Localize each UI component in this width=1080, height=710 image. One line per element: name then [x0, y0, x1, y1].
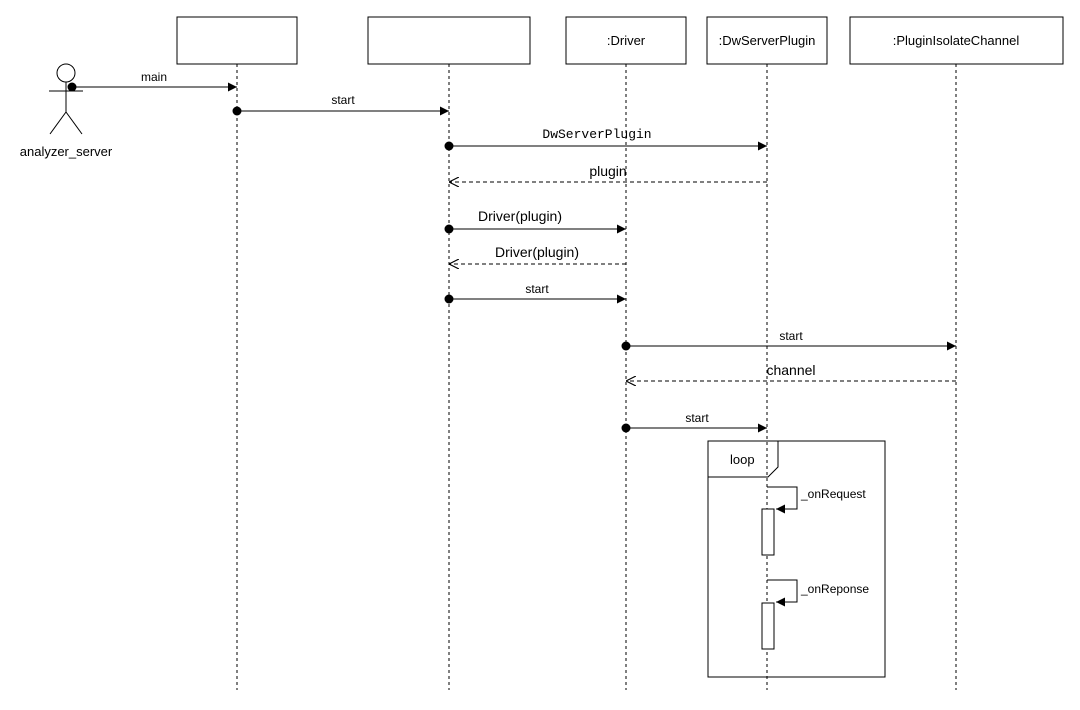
- self-call-onreponse: _onReponse: [761, 579, 869, 650]
- message-start-p1-p2-label: start: [331, 93, 355, 107]
- message-driver-plugin-return: Driver(plugin): [449, 244, 626, 264]
- activation-bar-onreponse: [761, 602, 775, 650]
- actor-figure: [49, 63, 83, 135]
- message-main-label: main: [141, 70, 167, 84]
- message-plugin-return: plugin: [449, 163, 767, 182]
- self-call-onrequest-label: _onRequest: [800, 487, 866, 501]
- message-channel-return-label: channel: [766, 362, 815, 378]
- message-driver-plugin-return-label: Driver(plugin): [495, 244, 579, 260]
- message-channel-return: channel: [626, 362, 956, 381]
- self-call-onrequest: _onRequest: [761, 486, 866, 556]
- participant-plugin: :DwServerPlugin: [706, 16, 828, 65]
- message-driver-plugin-label: Driver(plugin): [478, 208, 562, 224]
- participant-driver: :Driver: [565, 16, 687, 65]
- message-start-driver-channel: start: [621, 329, 956, 351]
- participant-channel: :PluginIsolateChannel: [849, 16, 1064, 65]
- message-start-p2-driver: start: [444, 282, 626, 304]
- activation-bar-onrequest: [761, 508, 775, 556]
- message-plugin-return-label: plugin: [589, 163, 626, 179]
- message-start-p1-p2: start: [232, 93, 449, 116]
- message-start-driver-channel-label: start: [779, 329, 803, 343]
- participant-channel-label: :PluginIsolateChannel: [893, 33, 1020, 48]
- message-dwserverplugin-label: DwServerPlugin: [542, 127, 651, 142]
- message-driver-plugin: Driver(plugin): [444, 208, 626, 234]
- participant-plugin-label: :DwServerPlugin: [719, 33, 816, 48]
- participant-driver-label: :Driver: [607, 33, 646, 48]
- loop-label: loop: [730, 452, 755, 467]
- actor-label: analyzer_server: [20, 144, 113, 159]
- message-start-p2-driver-label: start: [525, 282, 549, 296]
- participant-p1: [176, 16, 298, 65]
- message-dwserverplugin: DwServerPlugin: [444, 127, 767, 151]
- message-main: main: [67, 70, 237, 92]
- message-start-driver-plugin-label: start: [685, 411, 709, 425]
- self-call-onreponse-label: _onReponse: [800, 582, 869, 596]
- message-start-driver-plugin: start: [621, 411, 767, 433]
- loop-fragment: loop: [707, 440, 886, 678]
- participant-p2: [367, 16, 531, 65]
